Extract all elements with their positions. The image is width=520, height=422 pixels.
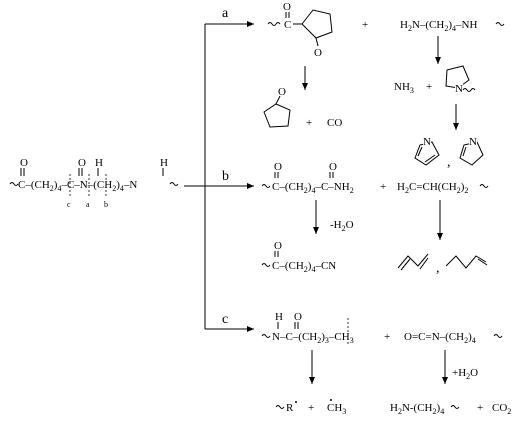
path-b: O C–(CH2)4–C–NH2 O + H2C=CH(CH2)2 -H2O O… <box>261 161 489 276</box>
wavy-bond <box>261 184 271 188</box>
double-bond <box>477 258 488 266</box>
ring-double-bond <box>462 146 467 157</box>
double-bond <box>400 258 411 271</box>
ketone-o: O <box>283 1 291 13</box>
wavy-bond <box>450 405 460 409</box>
nitrile-o: O <box>274 240 282 252</box>
nitrile: C–(CH2)4–CN <box>272 260 336 274</box>
bond-label-a: a <box>86 200 90 209</box>
wavy-bond <box>261 334 271 338</box>
plus-c: + <box>384 331 390 343</box>
plus-2: + <box>306 117 312 129</box>
butene <box>445 255 487 269</box>
pyrroline <box>459 141 484 166</box>
branch-label-b: b <box>222 169 229 184</box>
ring-double-bond <box>417 146 423 157</box>
path-c: H N–C–(CH2)3–CH3 O + O=C=N–(CH2)4 +H2O R… <box>261 311 511 416</box>
radical-dot <box>295 401 297 403</box>
nh3: NH3 <box>394 81 414 95</box>
pyrrole <box>414 141 440 166</box>
radical-dot <box>330 399 332 401</box>
wavy-bond-right <box>169 182 179 186</box>
wavy-bond <box>493 334 503 338</box>
n-bg <box>455 83 463 92</box>
alkene: H2C=CH(CH2)2 <box>397 181 468 195</box>
ring-carbonyl-bond <box>315 37 319 47</box>
amide: C–(CH2)4–C–NH2 <box>272 181 354 195</box>
amide-o: O <box>294 311 302 323</box>
ring-double-bond <box>424 154 436 163</box>
double-bond <box>419 257 429 270</box>
plus-b: + <box>380 181 386 193</box>
comma-b: , <box>436 261 440 276</box>
wavy-bond <box>261 263 271 267</box>
methyl: CH3 <box>327 402 346 416</box>
comma-a: , <box>447 155 451 170</box>
branch-arrows: a b c <box>184 6 254 332</box>
wavy-bond <box>462 88 476 92</box>
ring-o: O <box>314 47 322 59</box>
pyrrolidine-n: N <box>455 83 463 95</box>
wavy-bond <box>275 405 285 409</box>
n-bg <box>469 136 477 145</box>
bond-label-b: b <box>104 200 108 209</box>
co2: CO2 <box>492 402 511 416</box>
amine: H2N-(CH2)4 <box>390 402 444 416</box>
diamine: H2N–(CH2)4–NH <box>400 19 477 33</box>
butyl-amide: N–C–(CH2)3–CH3 <box>272 331 354 345</box>
carbonyl-bond <box>275 95 281 105</box>
plus-c2: + <box>308 402 314 414</box>
cyclopentanone <box>263 103 291 128</box>
butadiene <box>397 253 429 269</box>
wavy-bond <box>267 22 281 26</box>
radical-r: R <box>286 402 294 414</box>
cyclopentanone-ring <box>301 9 333 39</box>
polyamide-chain: O C–(CH2)4–C–N–(CH2)4–N O H H c a b <box>9 157 179 209</box>
plus-c3: + <box>477 402 483 414</box>
wavy-bond <box>495 22 505 26</box>
wavy-bond <box>479 184 489 188</box>
add-water: +H2O <box>452 367 478 381</box>
polyamide-o1: O <box>20 157 28 169</box>
water-loss: -H2O <box>330 219 354 233</box>
ketone-c: C <box>284 19 291 31</box>
pyrrole-n: N <box>423 136 431 148</box>
branch-label-c: c <box>222 312 228 327</box>
pyrroline-n: N <box>469 136 477 148</box>
amide-o1: O <box>274 161 282 173</box>
plus-3: + <box>426 81 432 93</box>
n-bg <box>423 136 431 145</box>
plus-1: + <box>362 19 368 31</box>
bond-label-c: c <box>67 200 71 209</box>
wavy-bond-left <box>9 182 19 186</box>
amide-o2: O <box>329 161 337 173</box>
path-a: C O O + H2N–(CH2)4–NH O + CO NH3 + N N , <box>263 1 505 170</box>
co: CO <box>327 117 342 129</box>
polyamide-h1: H <box>95 157 103 169</box>
polyamide-o2: O <box>78 157 86 169</box>
isocyanate: O=C=N–(CH2)4 <box>404 331 476 345</box>
cyclopentanone-o: O <box>278 86 286 98</box>
branch-label-a: a <box>222 6 229 21</box>
polyamide-h2: H <box>160 157 168 169</box>
polyamide-chain-text: C–(CH2)4–C–N–(CH2)4–N <box>18 179 137 193</box>
amide-h: H <box>275 311 283 323</box>
